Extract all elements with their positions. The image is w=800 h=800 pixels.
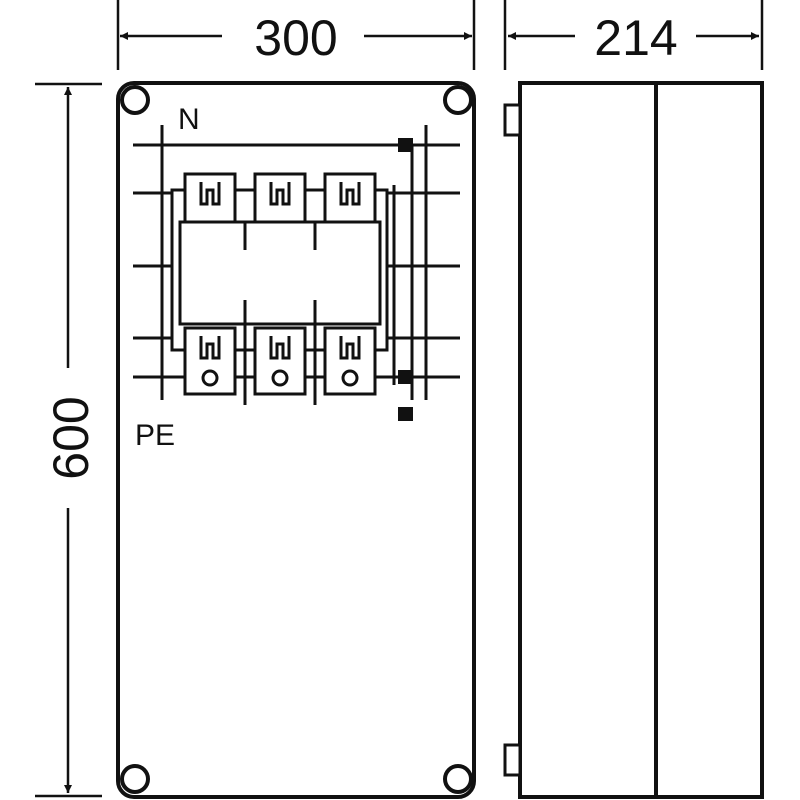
enclosure-side-outline (518, 81, 764, 799)
front-view: N PE (116, 81, 476, 799)
fuse-top-contact-3 (339, 182, 361, 206)
fuse-bottom-contact-1 (199, 336, 221, 360)
fuse-switch-assembly (170, 172, 389, 405)
fuse-bottom-contact-2 (269, 336, 291, 360)
fuse-poles (183, 172, 377, 405)
fuse-top-clip-1 (183, 172, 237, 224)
fuse-switch-cover (178, 220, 382, 326)
width-dimension-label: 300 (254, 10, 337, 66)
fuse-bottom-contact-3 (339, 336, 361, 360)
pe-terminal (398, 370, 413, 384)
corner-screw-bottom-left (120, 764, 150, 794)
fuse-top-clip-2 (253, 172, 307, 224)
fuse-top-contact-2 (269, 182, 291, 206)
fuse-terminal-screw-3 (341, 369, 359, 387)
fuse-terminal-screw-1 (201, 369, 219, 387)
fuse-top-clip-3 (323, 172, 377, 224)
pe-terminal-lower (398, 407, 413, 421)
height-dimension-label: 600 (43, 396, 99, 479)
width-dimension: 300 (116, 0, 476, 70)
corner-screw-top-right (443, 85, 473, 115)
enclosure-front-outline (116, 81, 476, 799)
hinge-top (503, 103, 522, 137)
neutral-terminal (398, 138, 413, 152)
height-dimension: 600 (35, 82, 102, 798)
fuse-terminal-screw-2 (271, 369, 289, 387)
depth-dimension-label: 214 (594, 10, 677, 66)
neutral-label: N (178, 103, 200, 136)
depth-dimension: 214 (503, 0, 764, 70)
fuse-top-contact-1 (199, 182, 221, 206)
corner-screw-top-left (120, 85, 150, 115)
pe-label: PE (135, 419, 175, 452)
hinge-bottom (503, 743, 522, 777)
corner-screw-bottom-right (443, 764, 473, 794)
side-view (503, 81, 764, 799)
